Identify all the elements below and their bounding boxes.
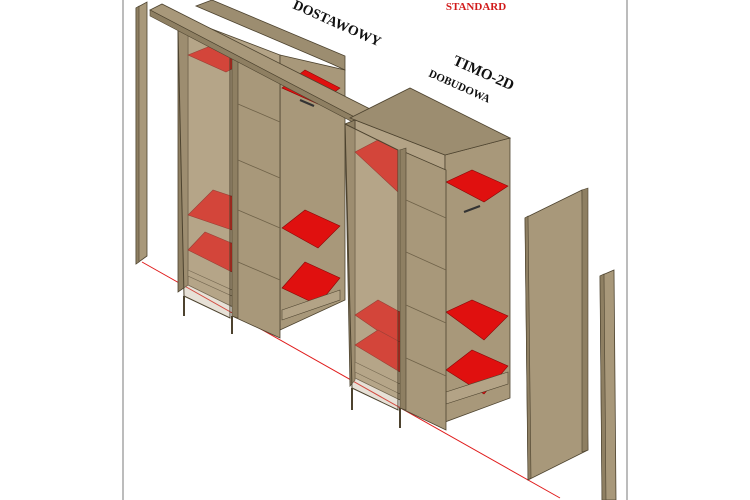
loose-side-panel-large: [524, 187, 589, 481]
loose-side-panel-left: [135, 1, 148, 265]
loose-narrow-board: [599, 269, 617, 500]
cabinet-left: [177, 0, 346, 339]
standard-label: STANDARD: [446, 1, 506, 13]
cabinet-right: [344, 87, 512, 431]
